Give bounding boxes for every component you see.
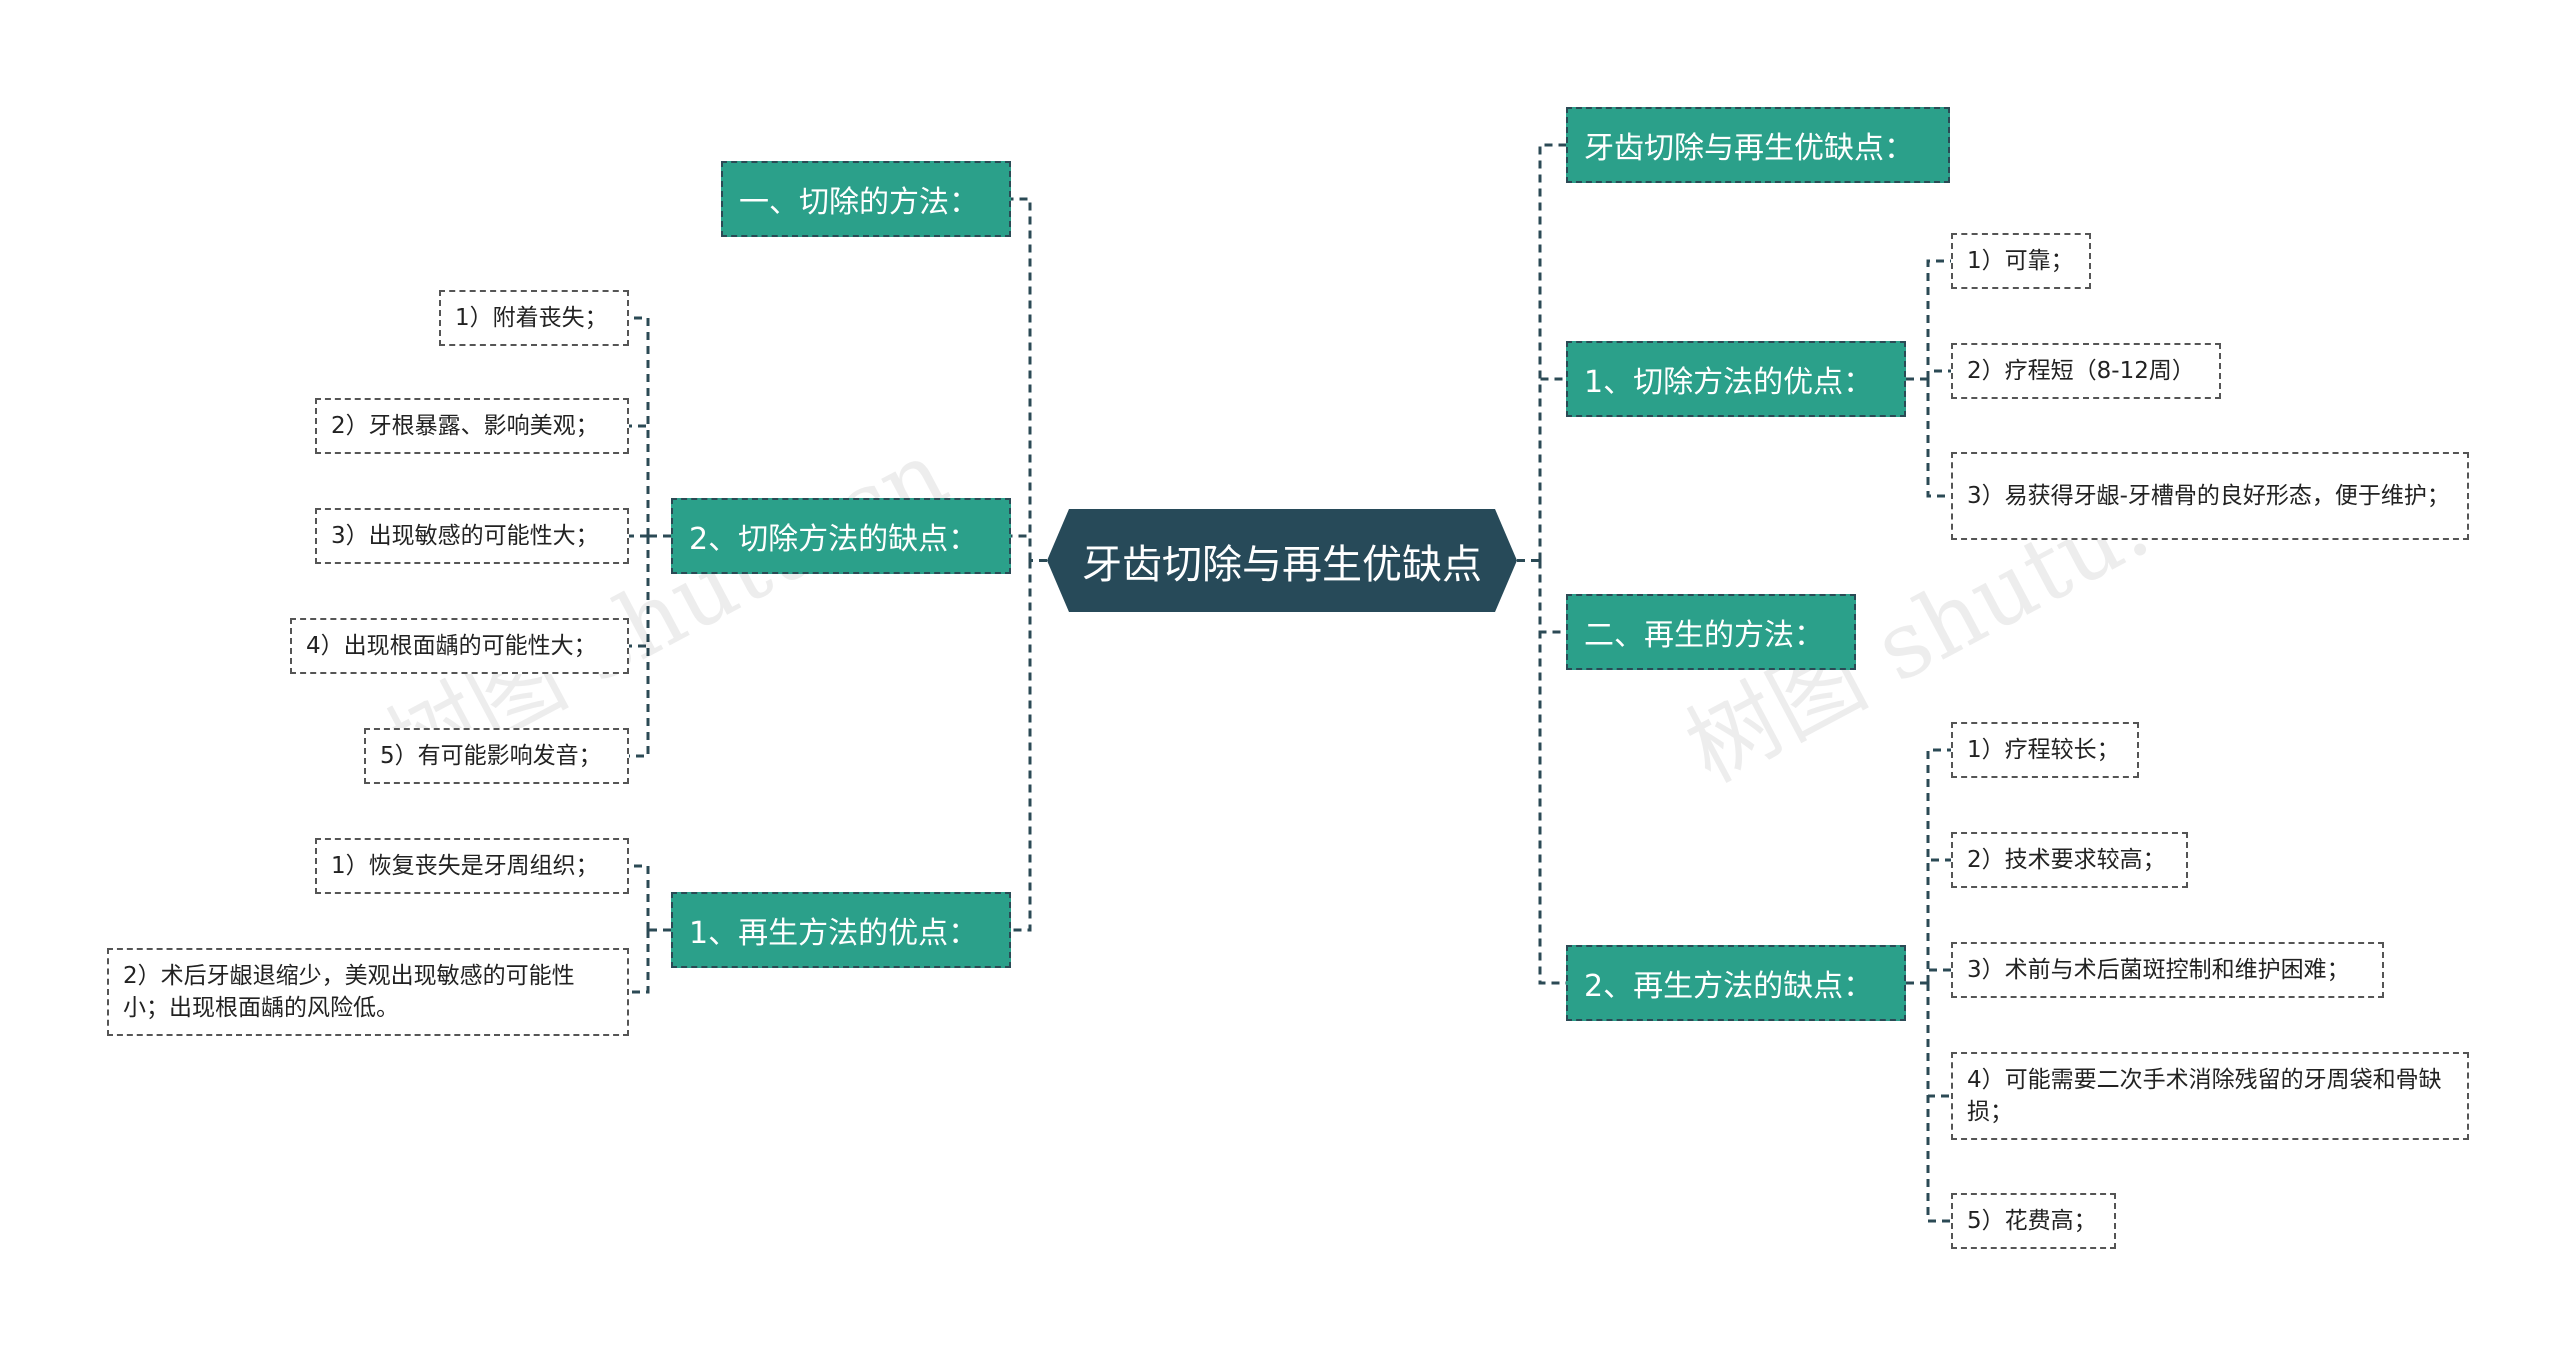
link-R1-R1c2 — [1926, 379, 1951, 498]
leaf-cut-adv-3[interactable]: 3）易获得牙龈-牙槽骨的良好形态，便于维护； — [1951, 452, 2469, 540]
leaf-cut-dis-3[interactable]: 3）出现敏感的可能性大； — [315, 508, 629, 564]
leaf-regen-dis-1[interactable]: 1）疗程较长； — [1951, 722, 2139, 778]
leaf-cut-dis-4[interactable]: 4）出现根面龋的可能性大； — [290, 618, 629, 674]
leaf-regen-dis-5[interactable]: 5）花费高； — [1951, 1193, 2116, 1249]
leaf-cut-dis-5[interactable]: 5）有可能影响发音； — [364, 728, 629, 784]
root-node[interactable]: 牙齿切除与再生优缺点 — [1047, 509, 1517, 612]
leaf-cut-adv-2[interactable]: 2）疗程短（8-12周） — [1951, 343, 2221, 399]
link-root-left-1 — [1011, 534, 1032, 561]
link-root-left-2 — [1011, 560, 1032, 932]
topic-cut-advantages[interactable]: 1、切除方法的优点： — [1566, 341, 1906, 417]
topic-cut-disadvantages[interactable]: 2、切除方法的缺点： — [671, 498, 1011, 574]
link-R3-R3c1 — [1926, 858, 1951, 983]
link-root-right-3 — [1538, 560, 1566, 985]
leaf-regen-dis-4[interactable]: 4）可能需要二次手术消除残留的牙周袋和骨缺损； — [1951, 1052, 2469, 1140]
link-R1-R1c1 — [1926, 369, 1951, 379]
link-L2-L2c0 — [629, 864, 650, 930]
link-L2-L2c1 — [629, 930, 650, 994]
leaf-cut-dis-1[interactable]: 1）附着丧失； — [439, 290, 629, 346]
link-R3-R3c4 — [1926, 983, 1951, 1223]
link-L1-L1c4 — [629, 536, 650, 758]
leaf-regen-adv-2[interactable]: 2）术后牙龈退缩少，美观出现敏感的可能性小；出现根面龋的风险低。 — [107, 948, 629, 1036]
link-R3-R3c3 — [1926, 983, 1951, 1098]
topic-regen-method[interactable]: 二、再生的方法： — [1566, 594, 1856, 670]
link-root-left-0 — [1011, 197, 1032, 561]
topic-cut-method[interactable]: 一、切除的方法： — [721, 161, 1011, 237]
topic-summary[interactable]: 牙齿切除与再生优缺点： — [1566, 107, 1950, 183]
topic-regen-advantages[interactable]: 1、再生方法的优点： — [671, 892, 1011, 968]
leaf-cut-adv-1[interactable]: 1）可靠； — [1951, 233, 2091, 289]
link-L1-L1c1 — [629, 424, 650, 536]
link-root-right-2 — [1538, 560, 1566, 634]
link-R1-R1c0 — [1926, 259, 1951, 379]
link-R3-R3c0 — [1926, 748, 1951, 983]
leaf-regen-dis-2[interactable]: 2）技术要求较高； — [1951, 832, 2188, 888]
leaf-cut-dis-2[interactable]: 2）牙根暴露、影响美观； — [315, 398, 629, 454]
leaf-regen-dis-3[interactable]: 3）术前与术后菌斑控制和维护困难； — [1951, 942, 2384, 998]
link-root-right-0 — [1538, 143, 1566, 561]
leaf-regen-adv-1[interactable]: 1）恢复丧失是牙周组织； — [315, 838, 629, 894]
link-R3-R3c2 — [1926, 968, 1951, 983]
topic-regen-disadvantages[interactable]: 2、再生方法的缺点： — [1566, 945, 1906, 1021]
link-root-right-1 — [1538, 377, 1566, 561]
